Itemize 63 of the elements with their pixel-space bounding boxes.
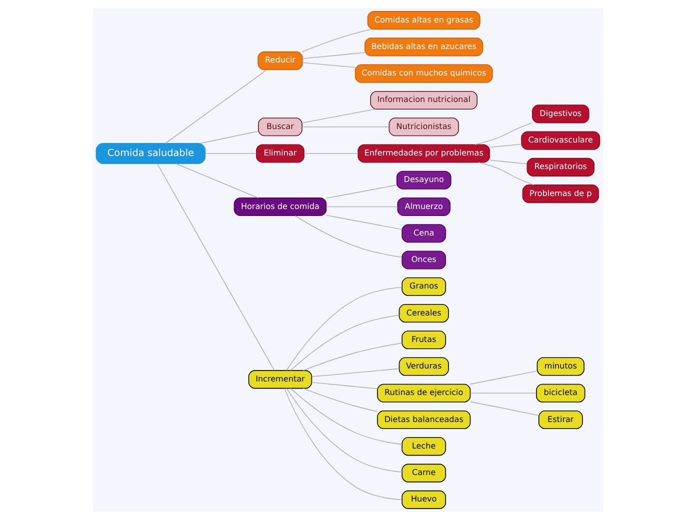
- node-box: Desayuno: [396, 170, 452, 190]
- connector: [290, 314, 400, 371]
- node-box: Nutricionistas: [388, 118, 459, 136]
- node-box: Digestivos: [532, 104, 590, 124]
- connector: [489, 160, 528, 164]
- connector: [294, 215, 402, 258]
- connector: [302, 52, 366, 59]
- node-box: Leche: [402, 437, 446, 456]
- node-box: Cereales: [398, 304, 449, 323]
- connector: [326, 184, 398, 199]
- connector: [286, 286, 402, 371]
- connector: [478, 162, 534, 186]
- node-box: Respiratorios: [526, 158, 595, 176]
- connector: [470, 401, 539, 416]
- connector: [302, 62, 356, 68]
- node-box: Buscar: [258, 118, 302, 136]
- connector: [302, 126, 390, 128]
- connector: [311, 368, 400, 378]
- node-box: Cardiovasculare: [521, 131, 600, 150]
- connector: [290, 388, 402, 445]
- connector: [470, 370, 538, 385]
- connector: [156, 163, 275, 371]
- connector: [470, 392, 537, 394]
- node-box: Problemas de p: [522, 184, 599, 204]
- node-box: Carne: [402, 464, 446, 482]
- connector: [311, 382, 378, 390]
- connector: [304, 153, 358, 154]
- node-box: Onces: [402, 250, 446, 270]
- connector: [489, 144, 522, 148]
- node-box: Dietas balanceadas: [377, 410, 471, 430]
- connector: [326, 214, 402, 230]
- node-box: Huevo: [402, 490, 446, 509]
- connector: [302, 28, 372, 52]
- connector: [284, 388, 402, 500]
- node-box: Frutas: [402, 330, 446, 350]
- connector: [286, 388, 402, 473]
- node-box: bicicleta: [536, 384, 586, 402]
- node-box: Reducir: [258, 51, 303, 70]
- connector: [302, 108, 376, 124]
- node-box: Almuerzo: [397, 197, 450, 216]
- node-box: minutos: [536, 357, 584, 376]
- node-box: Horarios de comida: [234, 197, 327, 216]
- node-box: Bebidas altas en azucares: [364, 38, 484, 56]
- node-box: Comidas con muchos quimicos: [354, 64, 493, 83]
- connector: [165, 69, 268, 144]
- node-box: Comidas altas en grasas: [367, 11, 480, 30]
- connector: [326, 206, 398, 208]
- node-box: Eliminar: [256, 144, 304, 163]
- connector: [302, 388, 378, 412]
- connector: [200, 130, 259, 144]
- node-box: Granos: [402, 277, 446, 296]
- node-box: Incrementar: [248, 370, 312, 389]
- connector: [474, 122, 533, 145]
- node-box: Enfermedades por problemas: [358, 144, 490, 163]
- connector: [175, 163, 258, 198]
- connector: [302, 342, 402, 371]
- node-box: Comida saludable: [96, 143, 206, 164]
- node-box: Verduras: [398, 357, 449, 376]
- node-box: Cena: [402, 224, 446, 243]
- node-box: Estirar: [538, 410, 583, 430]
- node-box: Rutinas de ejercicio: [377, 384, 471, 402]
- connector: [204, 153, 257, 154]
- node-box: Informacion nutricional: [370, 90, 478, 110]
